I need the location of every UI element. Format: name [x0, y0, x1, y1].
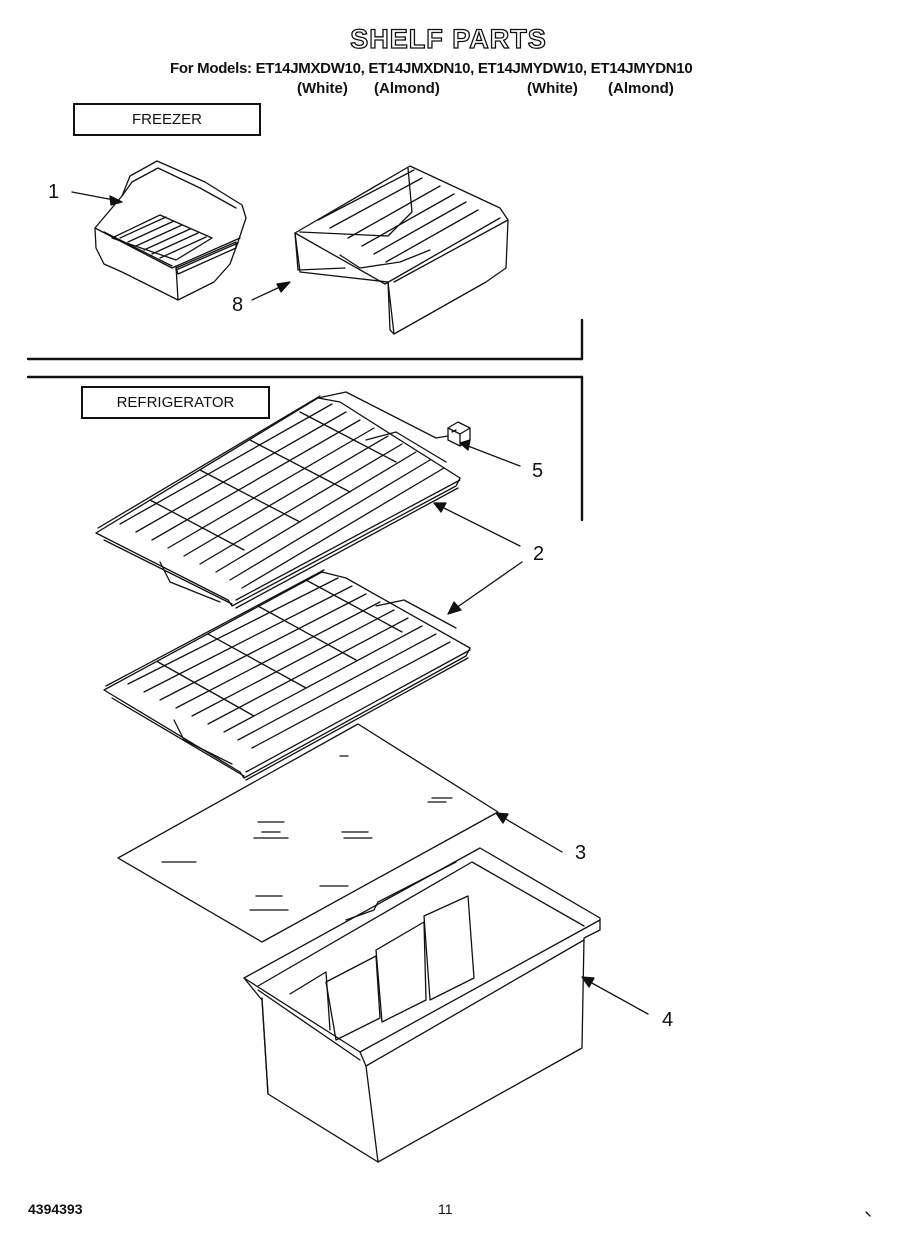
callout-8: 8 [232, 294, 244, 316]
corner-mark [866, 1212, 870, 1216]
part-2-upper-shelf [96, 396, 460, 608]
part-4-crisper [244, 848, 600, 1162]
part-2-lower-shelf [104, 570, 470, 780]
models-line: For Models: ET14JMXDW10, ET14JMXDN10, ET… [170, 60, 693, 77]
freezer-section-label: FREEZER [73, 103, 261, 136]
callout-3: 3 [575, 842, 587, 864]
page-title: SHELF PARTS [350, 23, 547, 54]
refrigerator-section-label: REFRIGERATOR [81, 386, 270, 419]
callout-4: 4 [662, 1009, 674, 1031]
model-color-2: (Almond) [374, 80, 440, 97]
section-frames [28, 320, 582, 520]
model-color-1: (White) [297, 80, 348, 97]
callout-5: 5 [532, 460, 544, 482]
model-color-3: (White) [527, 80, 578, 97]
part-8-freezer-shelf [295, 166, 508, 334]
page-number: 11 [438, 1201, 453, 1217]
model-color-4: (Almond) [608, 80, 674, 97]
document-number: 4394393 [28, 1201, 83, 1217]
callout-1: 1 [48, 181, 60, 203]
leader-arrows [72, 192, 648, 1014]
clip-leader [318, 392, 448, 438]
part-3-glass-shelf [118, 724, 498, 942]
part-1-freezer-basket [95, 161, 246, 300]
callout-2: 2 [533, 543, 545, 565]
